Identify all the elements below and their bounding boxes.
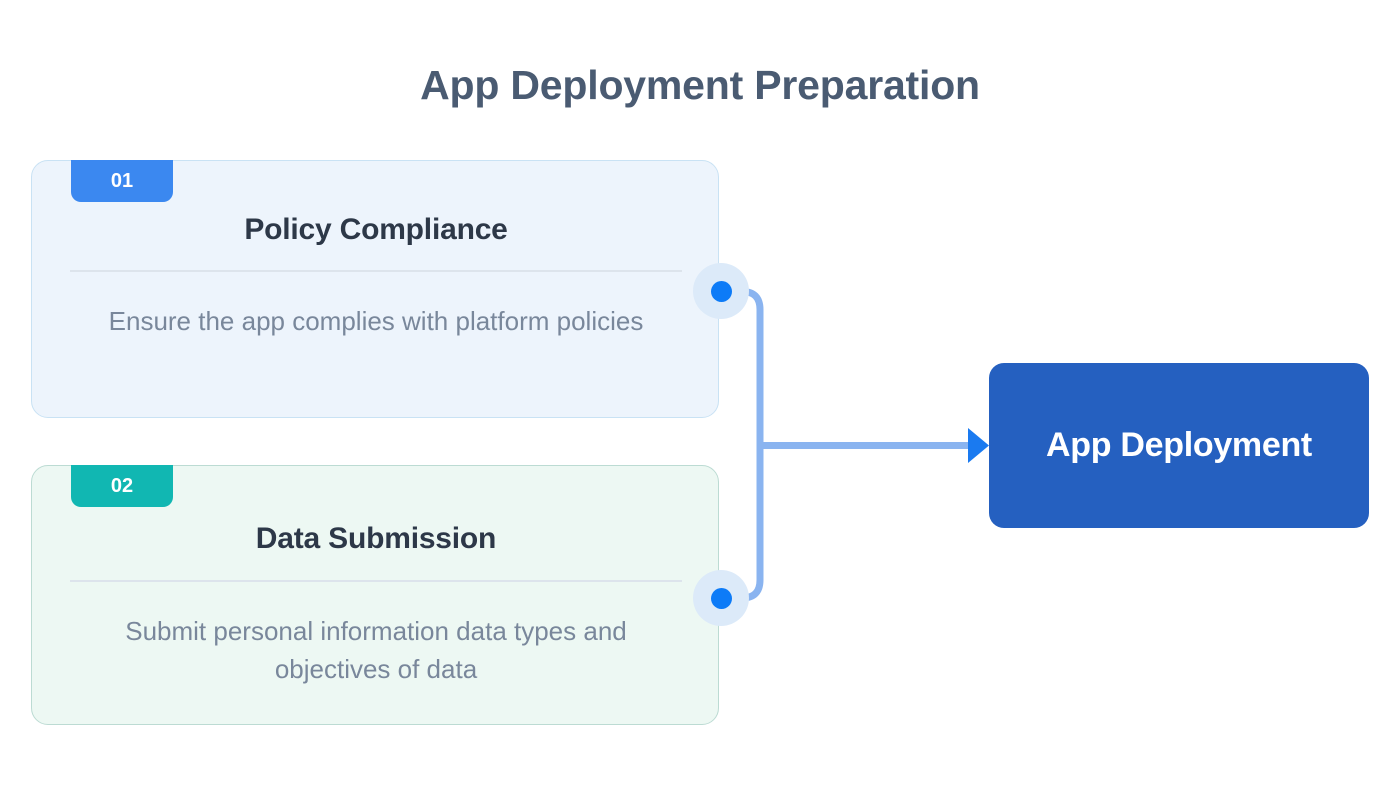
connector-node-policy-compliance[interactable] [711,281,732,302]
step-title: Policy Compliance [244,213,508,246]
step-number-badge: 02 [71,465,173,507]
step-card-data-submission[interactable]: 02 Data Submission Submit personal infor… [31,465,719,725]
bracket-connector-path [717,288,764,602]
step-description: Ensure the app complies with platform po… [108,306,644,336]
outcome-label: App Deployment [1046,426,1312,464]
connector-node-data-submission[interactable] [711,588,732,609]
step-number-badge: 01 [71,160,173,202]
card-divider [70,580,682,582]
arrowhead-icon [968,428,989,463]
step-description: Submit personal information data types a… [125,616,627,684]
step-card-policy-compliance[interactable]: 01 Policy Compliance Ensure the app comp… [31,160,719,418]
step-title: Data Submission [255,522,497,555]
outcome-box-app-deployment[interactable]: App Deployment [989,363,1369,528]
card-divider [70,270,682,272]
page-title: App Deployment Preparation [420,62,980,108]
